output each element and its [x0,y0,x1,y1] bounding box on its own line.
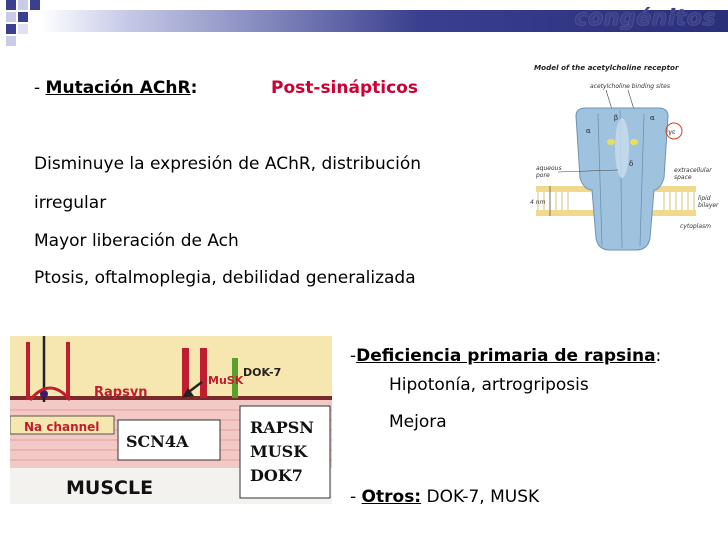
na-channel-label: Na channel [24,420,99,434]
acetylcholine-receptor-figure: Model of the acetylcholine receptor acet… [530,63,719,251]
achr-item-1: Disminuye la expresión de AChR, distribu… [34,154,422,174]
aqueous-label: aqueous [536,165,562,172]
achr-heading: - Mutación AChR: [34,78,197,98]
bilayer-label: bilayer [698,202,719,209]
achr-item-4: Ptosis, oftalmoplegia, debilidad general… [34,268,416,288]
muscle-nmj-figure: Rapsyn MuSK DOK-7 Na channel SCN4A RAPSN… [10,336,332,504]
space-label: space [674,174,692,181]
others-prefix: - [350,487,362,507]
rapsyn-item-2: Mejora [389,412,447,432]
extracellular-label: extracellular [674,167,712,174]
achr-item-2: irregular [34,193,107,213]
muscle-label: MUSCLE [66,477,153,499]
achr-prefix: - [34,78,46,98]
musk-gene-label: MUSK [250,442,308,461]
slide-title: congénitos [574,6,716,31]
rapsyn-label: Rapsyn [94,385,148,400]
rapsn-gene-label: RAPSN [250,418,314,437]
pore-label: pore [535,172,550,179]
alpha1-label: α [586,127,591,135]
rapsyn-colon: : [655,346,662,366]
cytoplasm-label: cytoplasm [680,223,711,230]
beta-label: β [614,114,618,122]
delta-label: δ [629,160,633,168]
post-synaptic-label: Post-sinápticos [271,78,418,98]
rapsyn-prefix: - [350,346,357,366]
others-text: DOK-7, MUSK [421,487,540,507]
receptor-title: Model of the acetylcholine receptor [534,63,679,72]
achr-item-3: Mayor liberación de Ach [34,231,239,251]
dok7-gene-label: DOK7 [250,466,303,485]
rapsyn-item-1: Hipotonía, artrogriposis [389,375,589,395]
size-label: 4 nm [530,199,546,206]
gamma-epsilon-label: γε [668,128,676,136]
others-line: - Otros: DOK-7, MUSK [350,487,539,507]
lipid-label: lipid [698,195,711,202]
rapsyn-heading: -Deficiencia primaria de rapsina: [350,346,661,366]
achr-colon: : [190,78,198,98]
dok7-label: DOK-7 [243,366,281,379]
musk-label: MuSK [208,374,244,387]
others-label: Otros: [361,487,422,507]
header-band [40,10,728,32]
header-decoration [0,0,60,48]
binding-sites-label: acetylcholine binding sites [590,83,670,90]
rapsyn-label: Deficiencia primaria de rapsina [356,346,656,366]
achr-label: Mutación AChR [45,78,191,98]
receptor-body [575,107,669,251]
scn4a-label: SCN4A [126,432,189,451]
alpha2-label: α [650,114,655,122]
